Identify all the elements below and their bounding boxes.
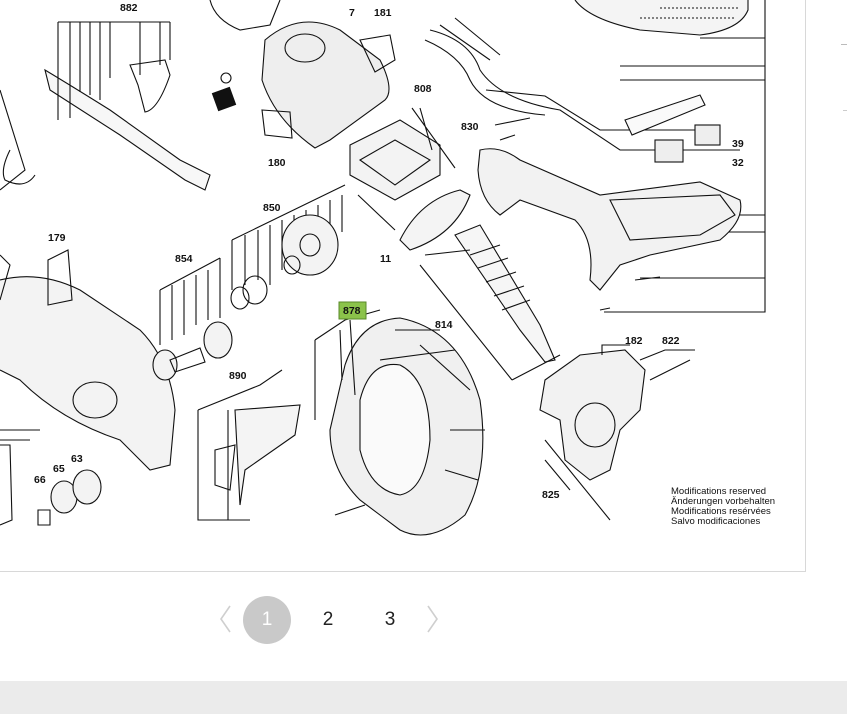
label-11[interactable]: 11 <box>380 253 391 265</box>
label-825[interactable]: 825 <box>542 489 560 501</box>
label-882[interactable]: 882 <box>120 2 138 14</box>
page-button-3[interactable]: 3 <box>384 609 396 630</box>
chevron-left-icon[interactable] <box>218 604 232 634</box>
page-button-2[interactable]: 2 <box>322 609 334 630</box>
side-divider <box>841 44 847 45</box>
label-180[interactable]: 180 <box>268 157 286 169</box>
label-830[interactable]: 830 <box>461 121 479 133</box>
side-divider-small <box>843 110 847 111</box>
label-808[interactable]: 808 <box>414 83 432 95</box>
footer-bar <box>0 681 847 714</box>
label-181[interactable]: 181 <box>374 7 392 19</box>
highlight-878[interactable] <box>338 301 367 320</box>
label-814[interactable]: 814 <box>435 319 453 331</box>
notice-line-1: Modifications reserved <box>671 486 766 497</box>
notice-line-3: Modifications resérvées <box>671 506 771 517</box>
label-7[interactable]: 7 <box>349 7 355 19</box>
label-32[interactable]: 32 <box>732 157 744 169</box>
label-822[interactable]: 822 <box>662 335 680 347</box>
label-850[interactable]: 850 <box>263 202 281 214</box>
page-button-1[interactable]: 1 <box>243 596 291 644</box>
label-66[interactable]: 66 <box>34 474 46 486</box>
chevron-right-icon[interactable] <box>426 604 440 634</box>
parts-drawing: 7 181 882 808 830 39 32 180 850 11 179 8… <box>0 0 775 536</box>
label-890[interactable]: 890 <box>229 370 247 382</box>
notice-line-4: Salvo modificaciones <box>671 516 760 527</box>
label-182[interactable]: 182 <box>625 335 643 347</box>
label-878[interactable]: 878 <box>343 305 361 317</box>
exploded-parts-diagram: 7 181 882 808 830 39 32 180 850 11 179 8… <box>0 0 806 572</box>
label-65[interactable]: 65 <box>53 463 65 475</box>
label-63[interactable]: 63 <box>71 453 83 465</box>
notice-line-2: Änderungen vorbehalten <box>671 496 775 507</box>
label-179[interactable]: 179 <box>48 232 66 244</box>
label-854[interactable]: 854 <box>175 253 193 265</box>
label-39[interactable]: 39 <box>732 138 744 150</box>
